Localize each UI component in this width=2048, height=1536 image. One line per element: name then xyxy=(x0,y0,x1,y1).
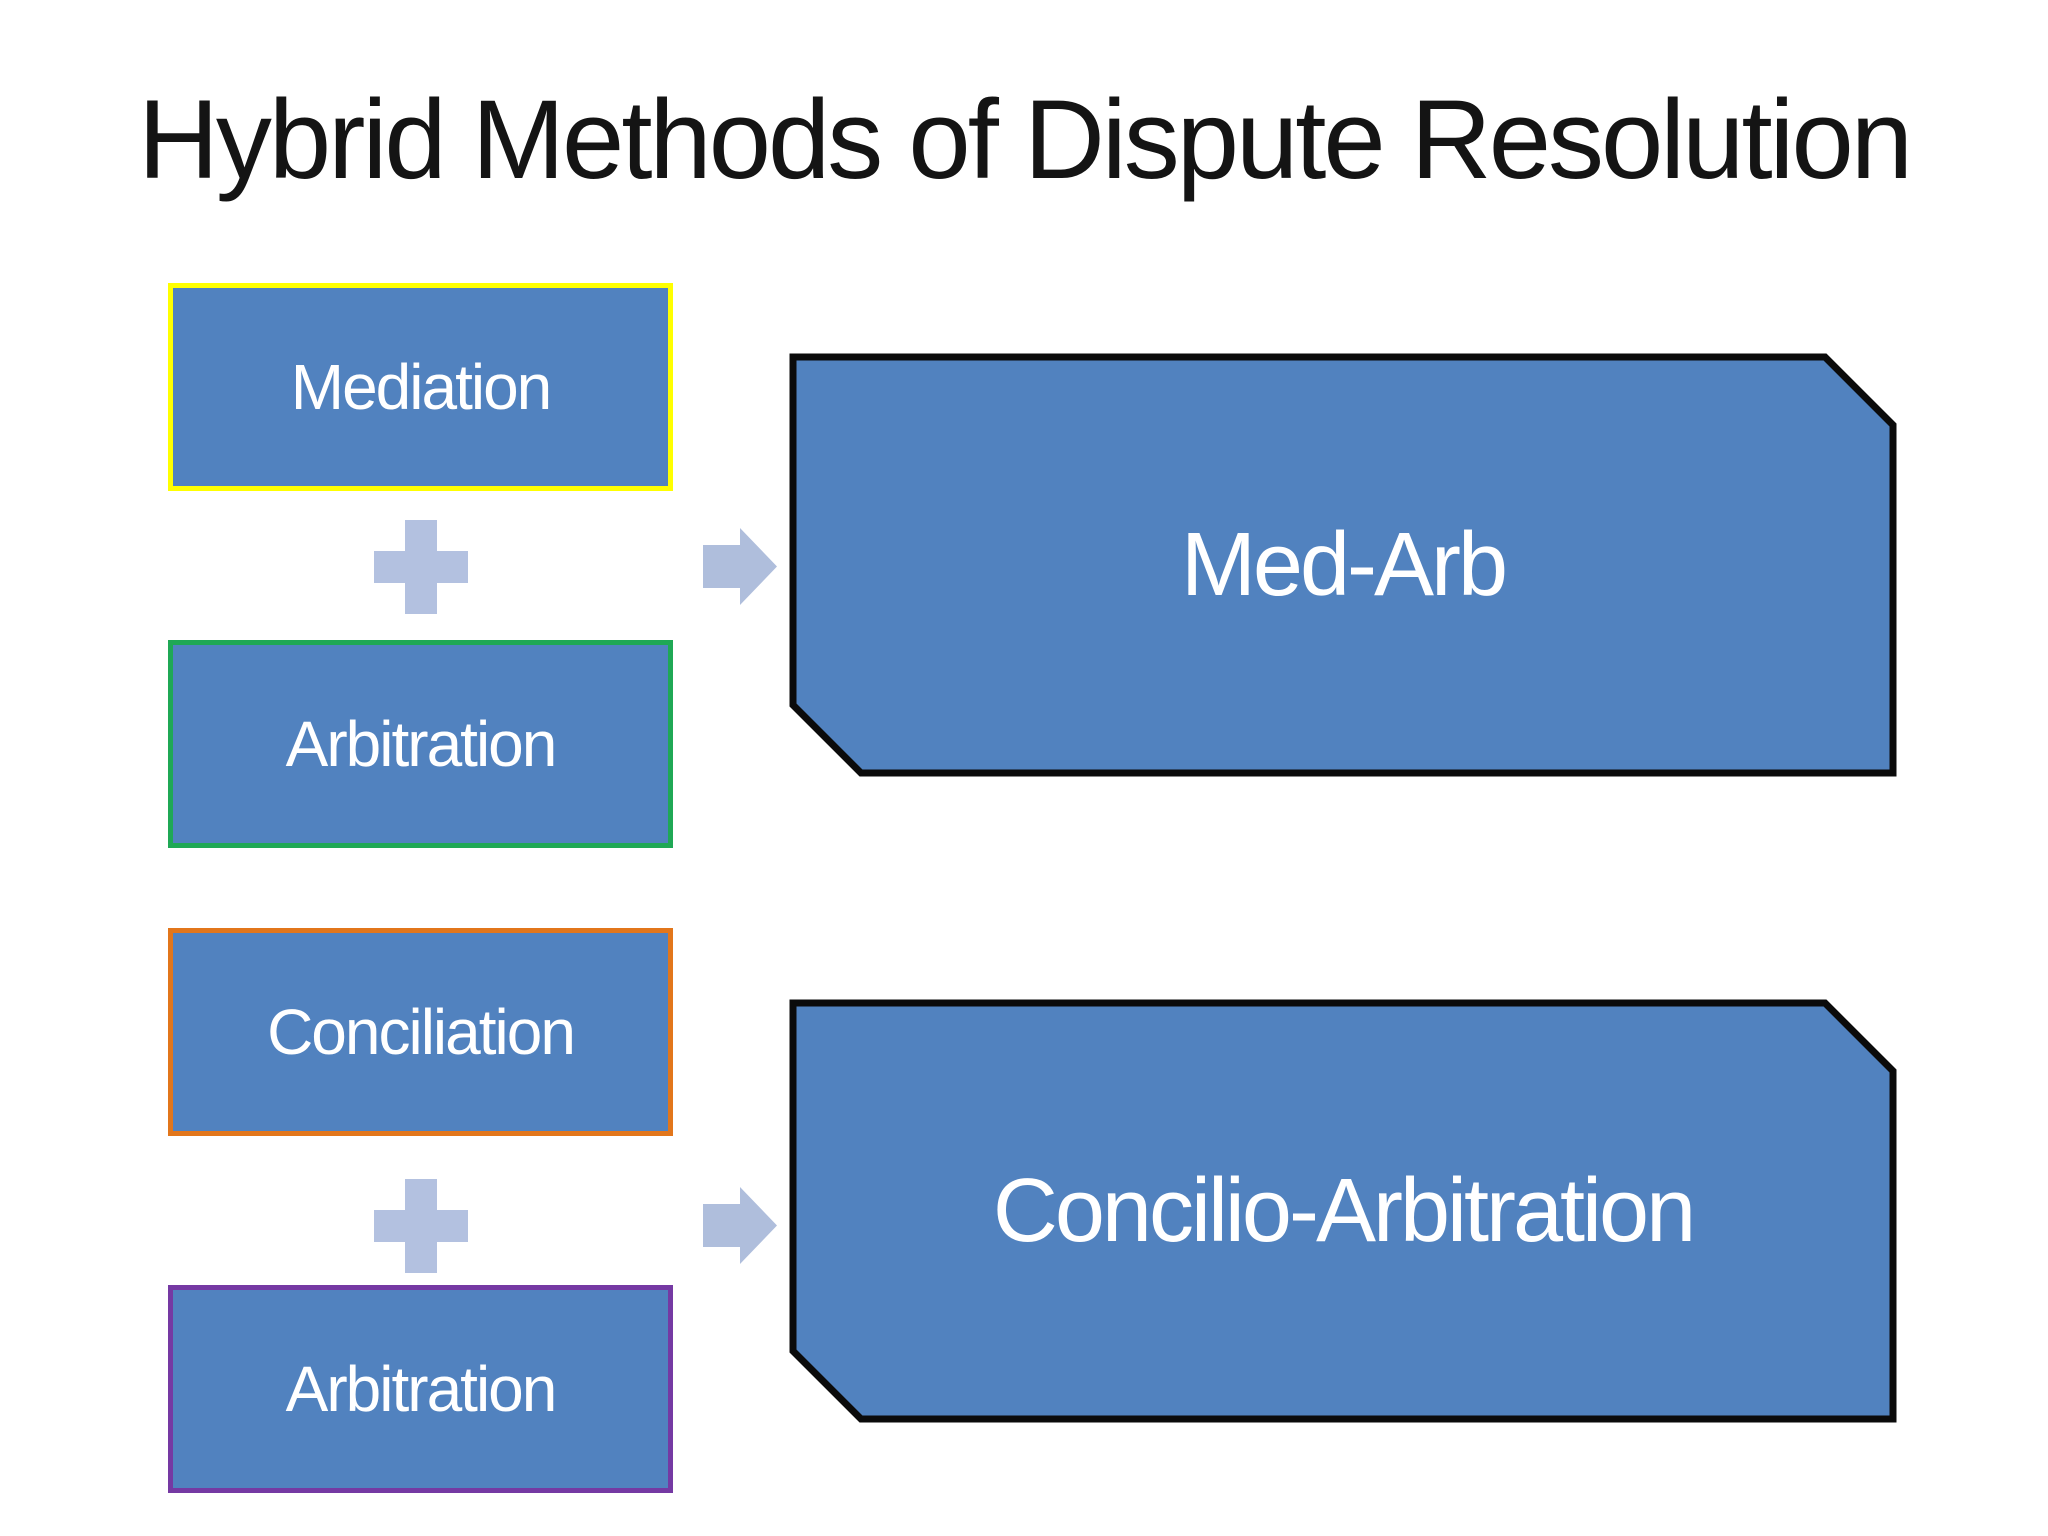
snip-corner-rectangle xyxy=(789,353,1897,777)
snip-corner-rectangle xyxy=(789,999,1897,1423)
result-label-med-arb: Med-Arb xyxy=(1180,515,1508,615)
plus-icon xyxy=(374,1179,468,1273)
result-shape-concilio-arbitration xyxy=(789,999,1897,1423)
input-box-arbitration-1: Arbitration xyxy=(168,640,673,848)
result-shape-med-arb xyxy=(789,353,1897,777)
result-label-concilio-arbitration: Concilio-Arbitration xyxy=(992,1161,1696,1261)
input-box-label: Arbitration xyxy=(285,708,558,780)
input-box-arbitration-2: Arbitration xyxy=(168,1285,673,1493)
arrow-glyph xyxy=(703,528,777,605)
input-box-mediation: Mediation xyxy=(168,283,673,491)
input-box-conciliation: Conciliation xyxy=(168,928,673,1136)
plus-icon xyxy=(374,520,468,614)
input-box-label: Arbitration xyxy=(285,1353,558,1425)
plus-glyph xyxy=(374,520,468,614)
plus-glyph xyxy=(374,1179,468,1273)
page-title: Hybrid Methods of Dispute Resolution xyxy=(137,77,1913,202)
arrow-glyph xyxy=(703,1187,777,1264)
arrow-right-icon xyxy=(703,1187,777,1264)
arrow-right-icon xyxy=(703,528,777,605)
input-box-label: Mediation xyxy=(290,351,552,423)
input-box-label: Conciliation xyxy=(267,996,576,1068)
